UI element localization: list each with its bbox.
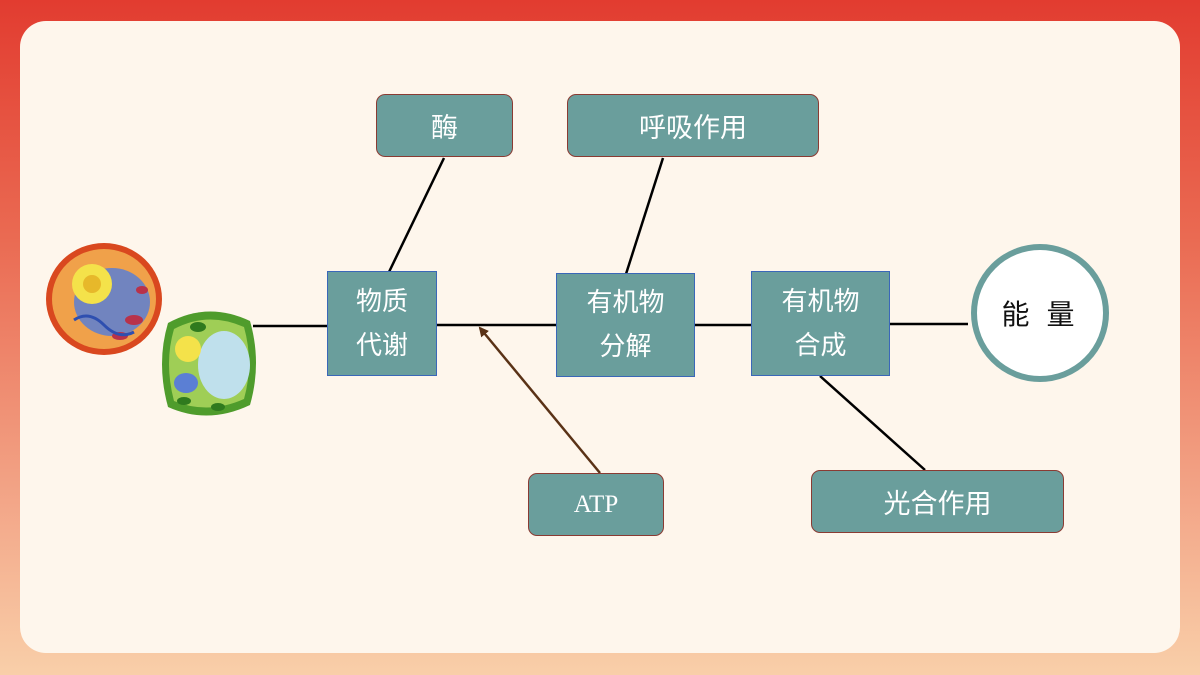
node-atp: ATP: [528, 473, 664, 536]
branch-enzyme: [387, 157, 446, 273]
plant-cell-icon: [162, 311, 256, 416]
node-decomposition: 有机物 分解: [556, 273, 695, 377]
node-synthesis: 有机物 合成: [751, 271, 890, 376]
branch-atp-arrow: [478, 326, 601, 474]
node-energy: 能 量: [971, 244, 1109, 382]
animal-cell-icon: [46, 243, 162, 355]
branch-respiration: [624, 157, 665, 275]
branch-photosynthesis: [819, 375, 926, 471]
node-enzyme: 酶: [376, 94, 513, 157]
node-photosynthesis: 光合作用: [811, 470, 1064, 533]
node-respiration: 呼吸作用: [567, 94, 819, 157]
node-metabolism: 物质 代谢: [327, 271, 437, 376]
